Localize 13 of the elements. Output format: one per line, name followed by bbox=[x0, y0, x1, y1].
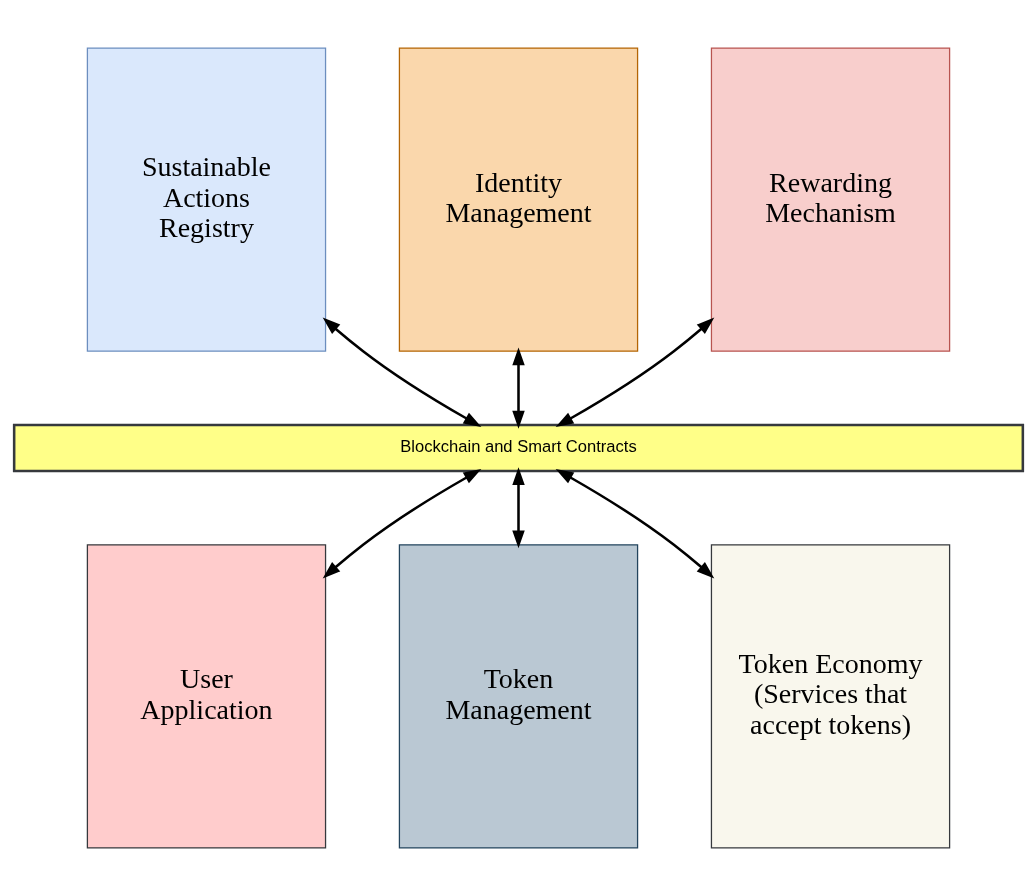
node-box: Rewarding Mechanism bbox=[710, 46, 950, 352]
arrow bbox=[511, 346, 525, 429]
arrow bbox=[322, 317, 481, 427]
node-box: Token Management bbox=[398, 543, 638, 849]
node-box: Token Economy (Services that accept tokens) bbox=[710, 543, 950, 849]
arrow bbox=[511, 466, 525, 548]
arrow bbox=[555, 468, 714, 578]
node-box: Sustainable Actions Registry bbox=[86, 46, 326, 352]
node-box: User Application bbox=[86, 543, 326, 849]
node-box: Blockchain and Smart Contracts bbox=[12, 423, 1024, 472]
arrow bbox=[322, 468, 481, 578]
node-box: Identity Management bbox=[398, 46, 638, 352]
arrow bbox=[555, 317, 714, 427]
